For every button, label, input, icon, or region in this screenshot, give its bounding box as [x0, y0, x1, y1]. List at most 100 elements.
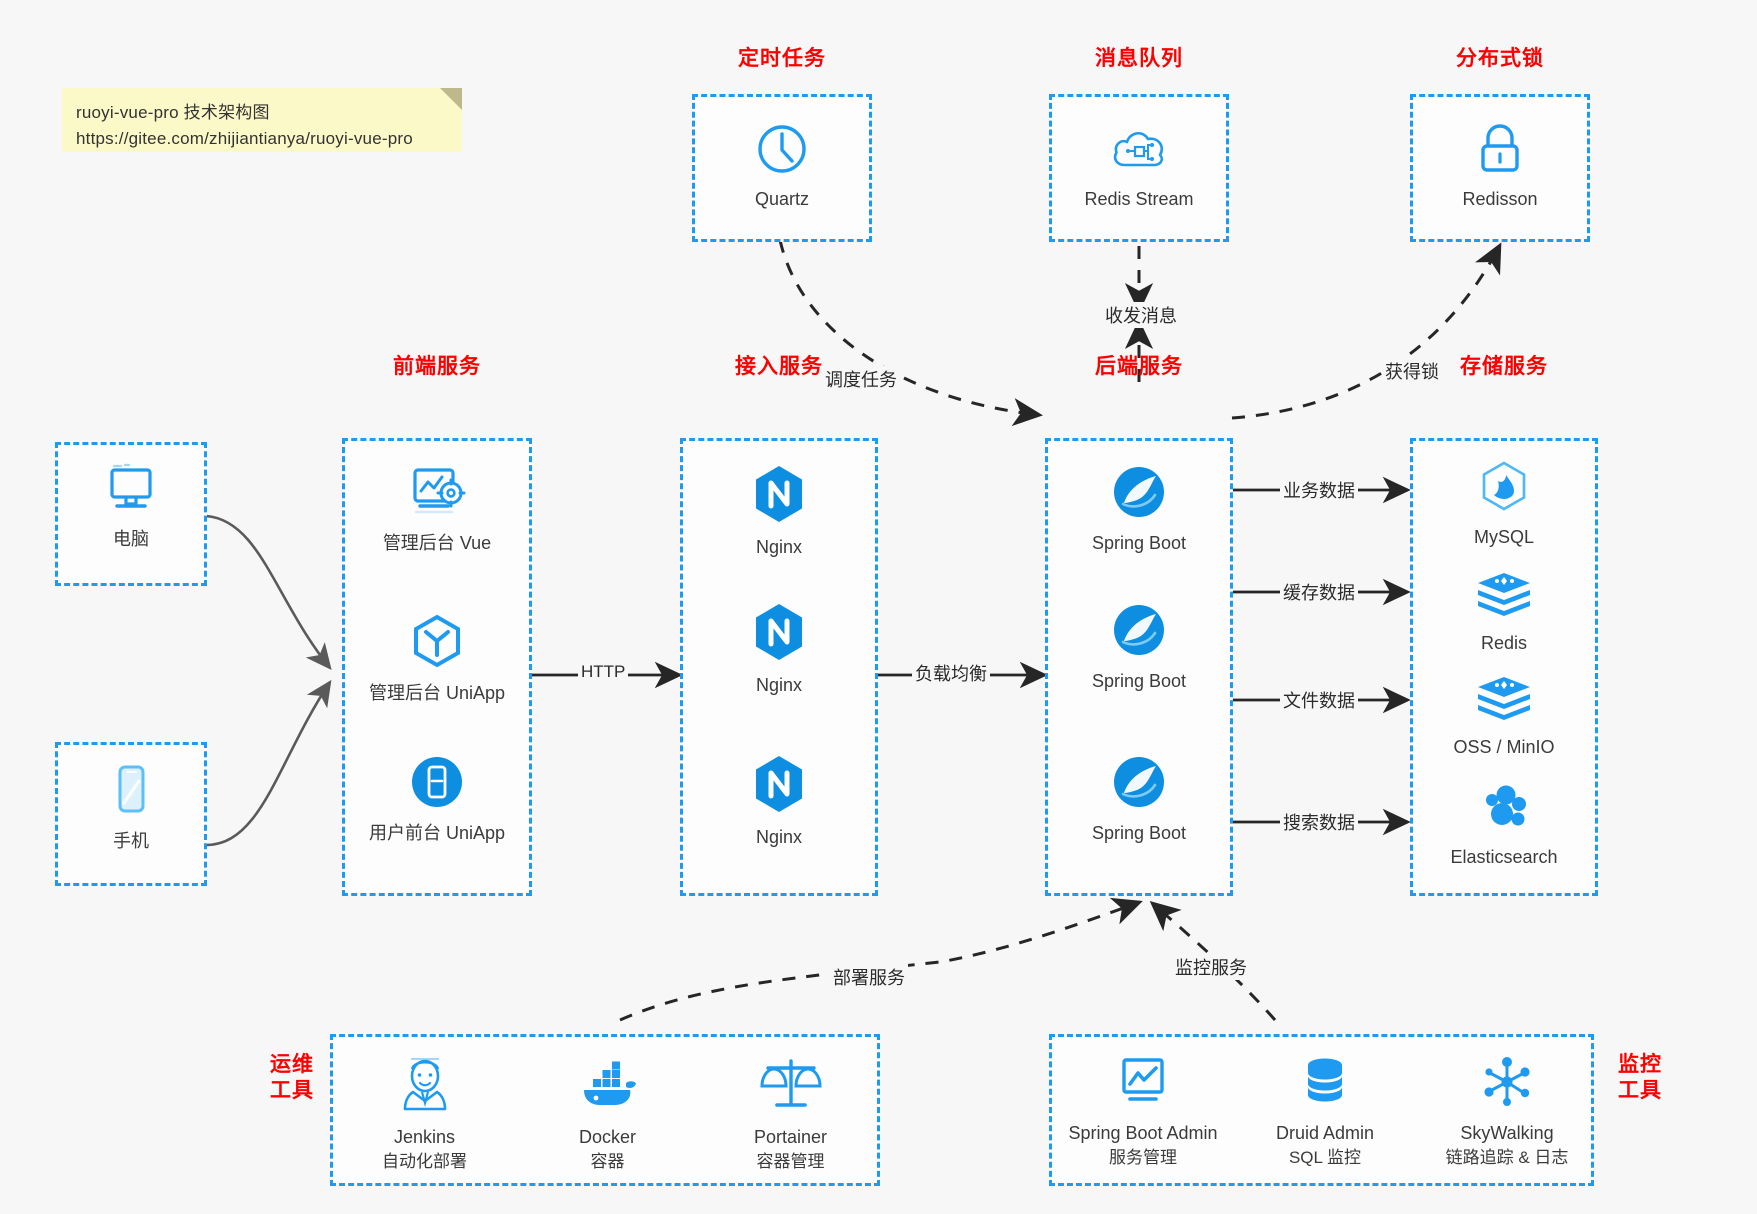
group-title-scheduler: 定时任务 [738, 47, 826, 70]
mobile-app-icon [408, 753, 466, 816]
node-sublabel-skywalking: 链路追踪 & 日志 [1445, 1147, 1569, 1167]
node-label-user-uniapp: 用户前台 UniApp [368, 823, 506, 843]
group-title-devops-line2: 工具 [270, 1079, 314, 1103]
monitor-chart-icon [1113, 1053, 1173, 1116]
node-redisson[interactable]: Redisson [1413, 121, 1587, 211]
group-box-lock: Redisson [1410, 94, 1590, 242]
group-title-frontend: 前端服务 [393, 355, 481, 378]
node-label-nginx-1: Nginx [755, 537, 803, 557]
node-label-portainer: Portainer [753, 1127, 828, 1147]
node-spring-boot-3[interactable]: Spring Boot [1048, 753, 1230, 845]
group-box-client-mobile: 手机 [55, 742, 207, 886]
edge-label-monitor-service: 监控服务 [1172, 954, 1250, 980]
node-label-druid-admin: Druid Admin [1275, 1123, 1375, 1143]
group-box-mq: Redis Stream [1049, 94, 1229, 242]
group-box-storage: MySQL Redis [1410, 438, 1598, 896]
group-box-gateway: Nginx Nginx Nginx [680, 438, 878, 896]
mysql-icon [1476, 459, 1532, 520]
redis-icon [1473, 569, 1535, 626]
jenkins-icon [397, 1053, 453, 1120]
node-label-quartz: Quartz [754, 189, 810, 209]
edge-label-send-receive-msg: 收发消息 [1102, 302, 1180, 328]
edge-label-business-data: 业务数据 [1280, 477, 1358, 503]
group-title-gateway: 接入服务 [735, 355, 823, 378]
node-sublabel-spring-boot-admin: 服务管理 [1109, 1147, 1177, 1167]
database-icon [1296, 1053, 1354, 1116]
elasticsearch-icon [1475, 781, 1533, 840]
desktop-icon [102, 461, 160, 522]
edge-label-deploy-service: 部署服务 [830, 964, 908, 990]
node-label-admin-vue: 管理后台 Vue [382, 533, 492, 553]
node-sublabel-docker: 容器 [590, 1151, 625, 1171]
group-box-monitor: Spring Boot Admin 服务管理 Druid Admin SQL 监… [1049, 1034, 1594, 1186]
group-box-client-desktop: 电脑 [55, 442, 207, 586]
group-title-monitor: 监控 工具 [1606, 1052, 1674, 1105]
group-title-mq: 消息队列 [1095, 47, 1183, 70]
node-redis[interactable]: Redis [1413, 569, 1595, 655]
cloud-network-icon [1109, 121, 1169, 182]
uniapp-cube-icon [408, 613, 466, 676]
node-desktop[interactable]: 电脑 [58, 461, 204, 551]
node-skywalking[interactable]: SkyWalking 链路追踪 & 日志 [1416, 1053, 1598, 1168]
node-label-spring-boot-admin: Spring Boot Admin [1068, 1123, 1218, 1143]
node-spring-boot-1[interactable]: Spring Boot [1048, 463, 1230, 555]
node-nginx-3[interactable]: Nginx [683, 753, 875, 849]
spring-boot-icon [1110, 463, 1168, 526]
dashboard-gear-icon [406, 463, 468, 526]
node-label-skywalking: SkyWalking [1460, 1123, 1554, 1143]
node-label-docker: Docker [578, 1127, 636, 1147]
mobile-icon [108, 761, 154, 824]
group-box-devops: Jenkins 自动化部署 Docker 容器 [330, 1034, 880, 1186]
node-redis-stream[interactable]: Redis Stream [1052, 121, 1226, 211]
nginx-icon [750, 601, 808, 668]
node-spring-boot-2[interactable]: Spring Boot [1048, 601, 1230, 693]
group-title-monitor-line2: 工具 [1618, 1079, 1662, 1103]
oss-minio-icon [1473, 673, 1535, 730]
group-title-lock: 分布式锁 [1456, 47, 1544, 70]
title-note: ruoyi-vue-pro 技术架构图 https://gitee.com/zh… [62, 88, 462, 152]
node-mysql[interactable]: MySQL [1413, 459, 1595, 549]
node-nginx-2[interactable]: Nginx [683, 601, 875, 697]
node-oss-minio[interactable]: OSS / MinIO [1413, 673, 1595, 759]
nginx-icon [750, 463, 808, 530]
edge-label-file-data: 文件数据 [1280, 687, 1358, 713]
node-user-uniapp[interactable]: 用户前台 UniApp [345, 753, 529, 845]
lock-icon [1473, 121, 1527, 182]
group-title-devops-line1: 运维 [270, 1053, 314, 1076]
node-label-redis-stream: Redis Stream [1084, 189, 1194, 209]
group-title-devops: 运维 工具 [258, 1052, 326, 1105]
node-label-redis: Redis [1480, 633, 1528, 653]
edge-label-acquire-lock: 获得锁 [1382, 358, 1442, 384]
node-admin-vue[interactable]: 管理后台 Vue [345, 463, 529, 555]
edge-label-schedule-task: 调度任务 [822, 366, 900, 392]
node-portainer[interactable]: Portainer 容器管理 [699, 1053, 882, 1172]
node-nginx-1[interactable]: Nginx [683, 463, 875, 559]
node-spring-boot-admin[interactable]: Spring Boot Admin 服务管理 [1052, 1053, 1234, 1168]
group-title-storage: 存储服务 [1460, 355, 1548, 378]
node-admin-uniapp[interactable]: 管理后台 UniApp [345, 613, 529, 705]
node-druid-admin[interactable]: Druid Admin SQL 监控 [1234, 1053, 1416, 1168]
node-label-desktop: 电脑 [113, 529, 149, 549]
node-mobile[interactable]: 手机 [58, 761, 204, 853]
group-box-frontend: 管理后台 Vue 管理后台 UniApp 用户前台 UniApp [342, 438, 532, 896]
node-label-mysql: MySQL [1473, 527, 1534, 547]
node-docker[interactable]: Docker 容器 [516, 1053, 699, 1172]
node-sublabel-portainer: 容器管理 [756, 1151, 825, 1171]
group-title-backend: 后端服务 [1095, 355, 1183, 378]
node-quartz[interactable]: Quartz [695, 121, 869, 211]
skywalking-icon [1478, 1053, 1536, 1116]
note-line-title: ruoyi-vue-pro 技术架构图 [76, 103, 270, 122]
edge-label-load-balance: 负载均衡 [912, 660, 990, 686]
node-jenkins[interactable]: Jenkins 自动化部署 [333, 1053, 516, 1172]
node-label-oss-minio: OSS / MinIO [1453, 737, 1555, 757]
node-elasticsearch[interactable]: Elasticsearch [1413, 781, 1595, 869]
nginx-icon [750, 753, 808, 820]
edge-label-http: HTTP [578, 662, 629, 682]
spring-boot-icon [1110, 601, 1168, 664]
scales-icon [759, 1053, 823, 1120]
note-fold-corner [440, 88, 462, 110]
edge-label-cache-data: 缓存数据 [1280, 579, 1358, 605]
clock-icon [754, 121, 810, 182]
node-sublabel-druid-admin: SQL 监控 [1288, 1147, 1362, 1167]
node-label-nginx-2: Nginx [755, 675, 803, 695]
